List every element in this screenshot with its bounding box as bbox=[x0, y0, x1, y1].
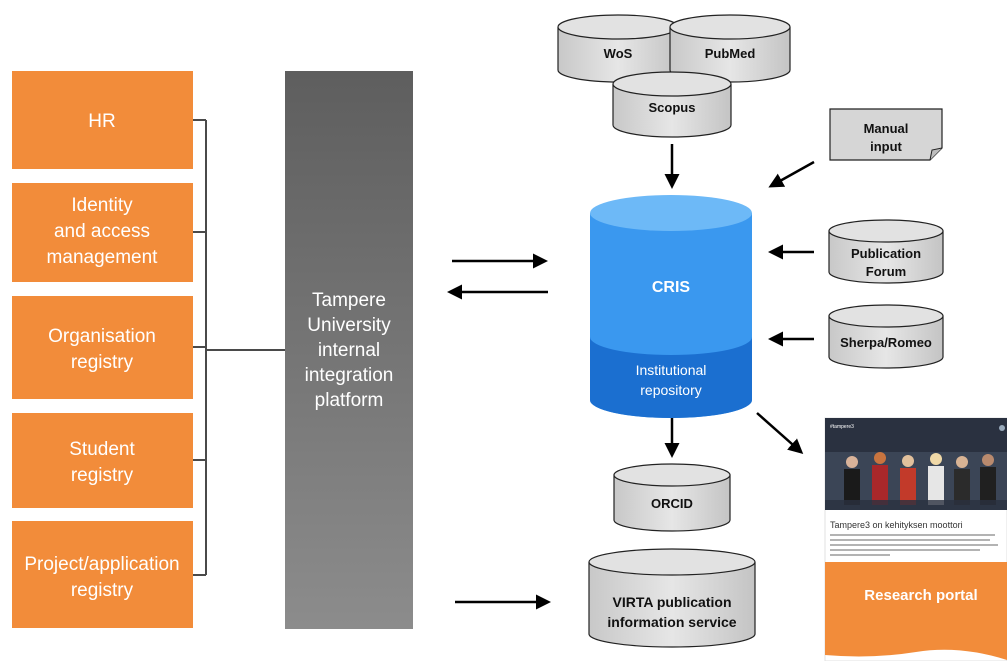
manual-input-label-1: Manual bbox=[864, 121, 909, 136]
manual-input-document: Manual input bbox=[829, 108, 943, 161]
virta-label-1: VIRTA publication bbox=[613, 594, 732, 610]
orcid-label: ORCID bbox=[651, 496, 693, 511]
identity-label-2: and access bbox=[54, 221, 150, 242]
scopus-label: Scopus bbox=[649, 100, 696, 115]
arrow-manual-to-cris bbox=[768, 160, 815, 188]
student-box bbox=[12, 413, 193, 508]
portal-carousel-dot bbox=[999, 425, 1005, 431]
portal-people-photo bbox=[825, 452, 1007, 510]
cris-label: CRIS bbox=[652, 279, 691, 296]
wos-label: WoS bbox=[604, 46, 633, 61]
identity-label-1: Identity bbox=[71, 195, 133, 216]
orcid-database: ORCID bbox=[613, 463, 731, 532]
cris-database: CRIS Institutional repository bbox=[590, 195, 752, 418]
portal-title: Tampere3 on kehityksen moottori bbox=[830, 520, 963, 530]
repository-label-2: repository bbox=[640, 382, 701, 398]
project-label-2: registry bbox=[71, 580, 134, 601]
sherpa-romeo-label: Sherpa/Romeo bbox=[840, 335, 932, 350]
publication-forum-label-1: Publication bbox=[851, 246, 921, 261]
identity-label-3: management bbox=[47, 247, 159, 268]
integration-platform-bar bbox=[285, 71, 413, 629]
hr-label: HR bbox=[88, 111, 115, 132]
organisation-label-2: registry bbox=[71, 352, 134, 373]
platform-label-2: University bbox=[307, 315, 391, 336]
portal-body-lines bbox=[830, 534, 998, 556]
research-portal-banner bbox=[825, 562, 1007, 660]
sherpa-romeo-database: Sherpa/Romeo bbox=[828, 304, 944, 369]
platform-label-3: internal bbox=[318, 340, 380, 361]
repository-label-1: Institutional bbox=[636, 362, 707, 378]
research-portal-thumbnail: #tampere3 Tampere3 on kehityksen moottor… bbox=[824, 417, 1007, 662]
pubmed-label: PubMed bbox=[705, 46, 756, 61]
organisation-label-1: Organisation bbox=[48, 326, 156, 347]
virta-database: VIRTA publication information service bbox=[588, 548, 756, 648]
pubmed-database: PubMed bbox=[669, 14, 791, 83]
bracket-connector bbox=[193, 119, 285, 576]
project-box bbox=[12, 521, 193, 628]
portal-header-text: #tampere3 bbox=[830, 424, 854, 430]
research-portal-label: Research portal bbox=[864, 587, 977, 604]
student-label-1: Student bbox=[69, 439, 135, 460]
project-label-1: Project/application bbox=[24, 554, 179, 575]
scopus-database: Scopus bbox=[612, 71, 732, 138]
platform-label-4: integration bbox=[305, 365, 394, 386]
platform-label-1: Tampere bbox=[312, 290, 386, 311]
identity-box bbox=[12, 183, 193, 282]
student-label-2: registry bbox=[71, 465, 134, 486]
organisation-box bbox=[12, 296, 193, 399]
publication-forum-database: Publication Forum bbox=[828, 219, 944, 284]
hr-box bbox=[12, 71, 193, 169]
platform-label-5: platform bbox=[315, 390, 384, 411]
arrow-cris-to-portal bbox=[756, 412, 804, 454]
left-systems: HR Identity and access management Organi… bbox=[12, 71, 193, 628]
manual-input-label-2: input bbox=[870, 139, 902, 154]
virta-label-2: information service bbox=[607, 614, 736, 630]
publication-forum-label-2: Forum bbox=[866, 264, 906, 279]
